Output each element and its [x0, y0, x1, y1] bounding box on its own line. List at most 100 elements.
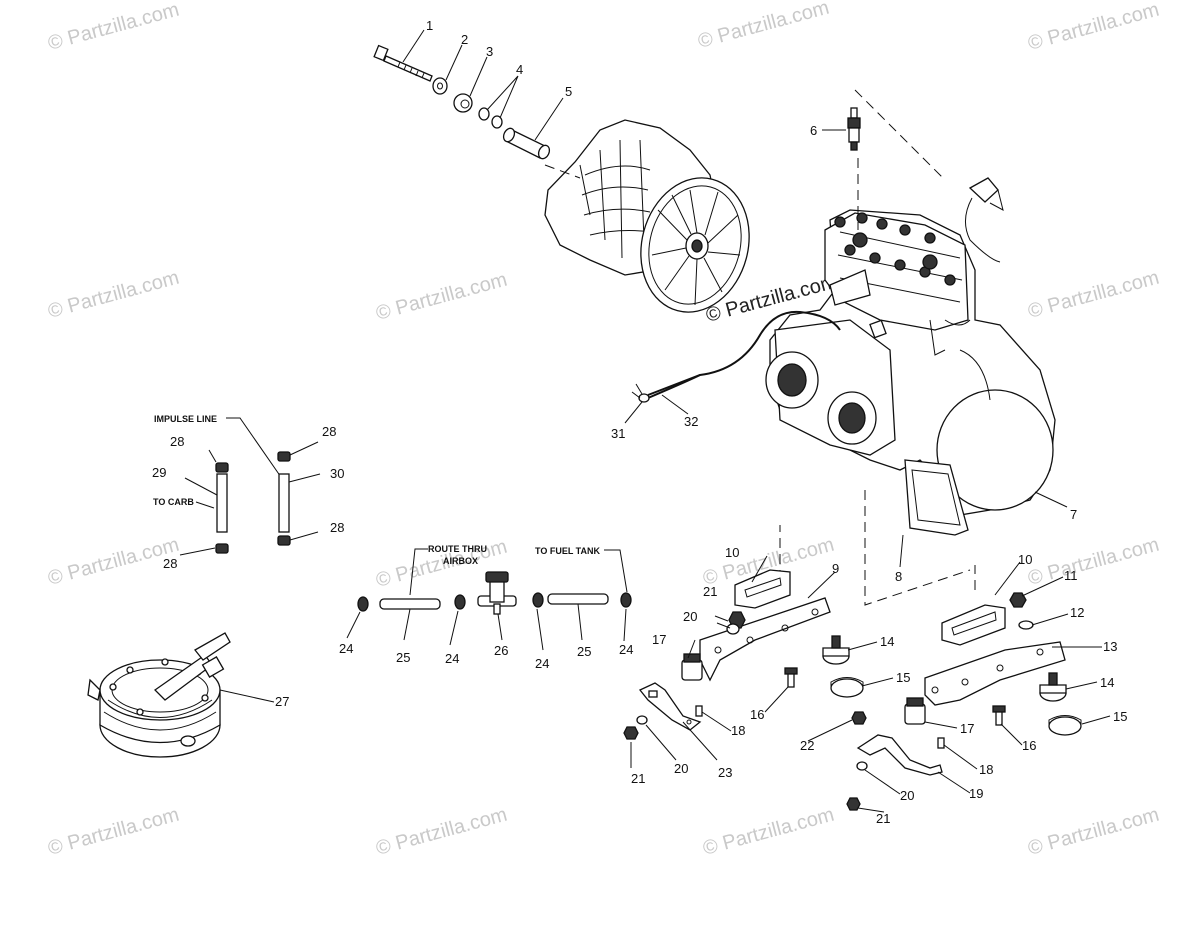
impulse-line-group: IMPULSE LINE TO CARB	[153, 414, 291, 554]
callout-22: 22	[800, 738, 814, 753]
rubber-mount-part[interactable]	[822, 635, 850, 665]
mounting-bracket-part[interactable]	[856, 734, 943, 776]
watermark: © Partzilla.com	[1026, 804, 1162, 860]
callout-1: 1	[426, 18, 433, 33]
hex-nut-part[interactable]	[851, 711, 867, 725]
callout-15: 15	[1113, 709, 1127, 724]
washer-part[interactable]	[856, 761, 868, 771]
impulse-hose-part[interactable]	[216, 473, 228, 533]
to-carb-note: TO CARB	[153, 497, 194, 507]
fuel-pump[interactable]	[87, 632, 231, 758]
hose-clamp-part[interactable]	[357, 596, 369, 612]
hose-clamp-part[interactable]	[215, 462, 229, 473]
o-ring-part[interactable]	[491, 115, 503, 129]
callout-20: 20	[900, 788, 914, 803]
watermark: © Partzilla.com	[701, 804, 837, 860]
hex-nut-part[interactable]	[1009, 592, 1027, 608]
spacer-tube-part[interactable]	[502, 127, 552, 161]
left-mount-hardware	[623, 569, 831, 740]
callout-32: 32	[684, 414, 698, 429]
bolt-part[interactable]	[373, 44, 433, 82]
bolt-stack	[373, 44, 552, 161]
callout-18: 18	[979, 762, 993, 777]
callout-28: 28	[170, 434, 184, 449]
engine-mount-bracket-part[interactable]	[924, 641, 1066, 706]
callout-23: 23	[718, 765, 732, 780]
callout-24: 24	[339, 641, 353, 656]
motor-mount-plate-part[interactable]	[941, 604, 1006, 646]
callout-25: 25	[577, 644, 591, 659]
throttle-cable[interactable]	[631, 310, 841, 403]
washer-part[interactable]	[726, 623, 740, 635]
hex-nut-part[interactable]	[623, 726, 639, 740]
callout-16: 16	[1022, 738, 1036, 753]
mount-stud-part[interactable]	[784, 667, 798, 688]
o-ring-part[interactable]	[478, 107, 490, 121]
rubber-damper-part[interactable]	[904, 697, 926, 725]
watermark: © Partzilla.com	[374, 269, 510, 325]
washer-part[interactable]	[1018, 620, 1034, 630]
callout-10: 10	[725, 545, 739, 560]
callout-2: 2	[461, 32, 468, 47]
impulse-line-note: IMPULSE LINE	[154, 414, 217, 424]
fuel-hose-part[interactable]	[547, 593, 609, 605]
callout-9: 9	[832, 561, 839, 576]
callout-21: 21	[631, 771, 645, 786]
watermark: © Partzilla.com	[374, 804, 510, 860]
hose-clamp-part[interactable]	[454, 594, 466, 610]
hose-clamp-part[interactable]	[277, 451, 291, 462]
spark-plug[interactable]	[847, 107, 861, 151]
hex-nut-part[interactable]	[846, 797, 861, 811]
callout-19: 19	[969, 786, 983, 801]
washer-part[interactable]	[636, 715, 648, 725]
callout-leaders	[179, 29, 1111, 813]
callout-11: 11	[1064, 568, 1078, 583]
callout-15: 15	[896, 670, 910, 685]
callout-28: 28	[322, 424, 336, 439]
watermark: © Partzilla.com	[46, 267, 182, 323]
spark-plug-cap[interactable]	[965, 177, 1001, 263]
rubber-mount-part[interactable]	[1039, 672, 1067, 702]
callout-17: 17	[960, 721, 974, 736]
screw-part[interactable]	[695, 705, 703, 717]
callout-7: 7	[1070, 507, 1077, 522]
fuel-shutoff-valve[interactable]	[477, 571, 517, 615]
callout-24: 24	[445, 651, 459, 666]
callout-17: 17	[652, 632, 666, 647]
hose-clamp-part[interactable]	[620, 592, 632, 608]
hose-clamp-part[interactable]	[215, 543, 229, 554]
hose-clamp-part[interactable]	[277, 535, 291, 546]
callout-27: 27	[275, 694, 289, 709]
callout-28: 28	[163, 556, 177, 571]
to-fuel-tank-note: TO FUEL TANK	[535, 546, 601, 556]
drive-clutch[interactable]	[544, 119, 764, 324]
callout-24: 24	[619, 642, 633, 657]
callout-20: 20	[683, 609, 697, 624]
callout-4: 4	[516, 62, 523, 77]
engine-assembly[interactable]	[765, 209, 1056, 536]
callout-21: 21	[876, 811, 890, 826]
callout-12: 12	[1070, 605, 1084, 620]
callout-10: 10	[1018, 552, 1032, 567]
callout-26: 26	[494, 643, 508, 658]
engine-mount-bracket-part[interactable]	[699, 597, 831, 682]
watermark: © Partzilla.com	[46, 804, 182, 860]
mounting-bracket-part[interactable]	[638, 682, 702, 731]
airbox-note: AIRBOX	[443, 556, 478, 566]
callout-labels: 1 2 3 4 5 6 7 8 9 10 10 11 12 13 14 14 1…	[152, 18, 1127, 826]
rubber-damper-part[interactable]	[681, 653, 703, 681]
spacer-block-part[interactable]	[1048, 715, 1082, 736]
impulse-hose-part[interactable]	[278, 473, 290, 533]
washer-part[interactable]	[432, 77, 448, 95]
screw-part[interactable]	[937, 737, 945, 749]
motor-mount-plate-part[interactable]	[734, 569, 791, 609]
mount-stud-part[interactable]	[992, 705, 1006, 726]
fuel-hose-part[interactable]	[379, 598, 441, 610]
callout-24: 24	[535, 656, 549, 671]
callout-31: 31	[611, 426, 625, 441]
nut-part[interactable]	[453, 93, 473, 113]
callout-28: 28	[330, 520, 344, 535]
callout-14: 14	[880, 634, 894, 649]
hose-clamp-part[interactable]	[532, 592, 544, 608]
spacer-block-part[interactable]	[830, 677, 864, 698]
